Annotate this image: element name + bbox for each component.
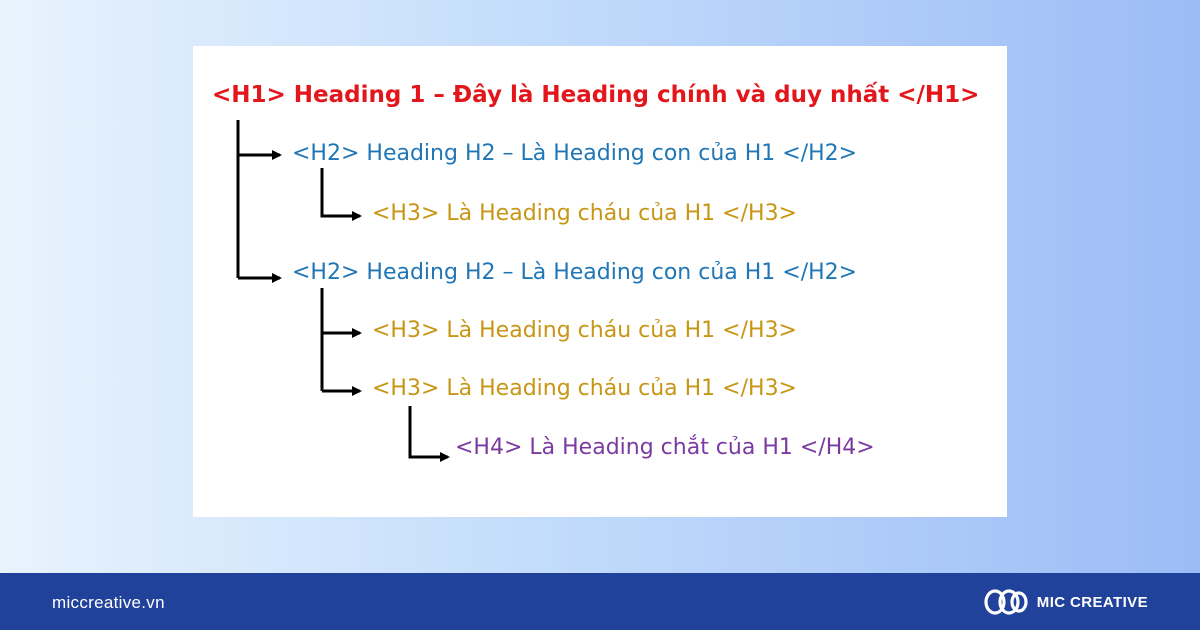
- h3-heading-a: <H3> Là Heading cháu của H1 </H3>: [372, 201, 797, 226]
- h3-heading-b: <H3> Là Heading cháu của H1 </H3>: [372, 318, 797, 343]
- tree-connectors: [236, 120, 450, 462]
- h4-heading: <H4> Là Heading chắt của H1 </H4>: [455, 435, 875, 460]
- h2-heading-b: <H2> Heading H2 – Là Heading con của H1 …: [292, 260, 858, 285]
- diagram-card: [193, 46, 1007, 517]
- connector-h2a-to-h3a: [320, 168, 362, 221]
- website-link[interactable]: miccreative.vn: [52, 593, 165, 612]
- h2-heading-a: <H2> Heading H2 – Là Heading con của H1 …: [292, 141, 858, 166]
- h1-heading: <H1> Heading 1 – Đây là Heading chính và…: [212, 82, 980, 108]
- footer-bar: miccreative.vn MIC CREATIVE: [0, 573, 1200, 630]
- brand-logo: MIC CREATIVE: [983, 587, 1148, 617]
- connector-h3c-to-h4: [408, 406, 450, 462]
- brand-name: MIC CREATIVE: [1036, 593, 1148, 611]
- mic-creative-logo-icon: [984, 589, 1028, 615]
- h3-heading-c: <H3> Là Heading cháu của H1 </H3>: [372, 376, 797, 401]
